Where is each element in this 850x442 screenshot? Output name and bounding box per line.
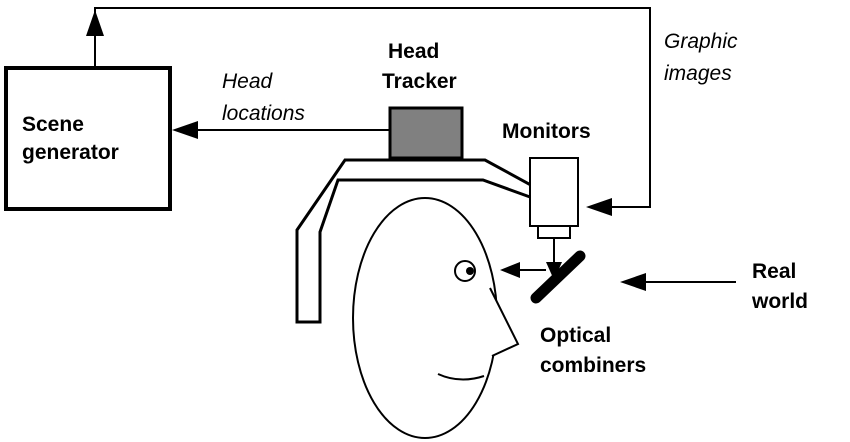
monitor-lens [537, 225, 571, 239]
nose [489, 287, 520, 357]
eye-pupil [466, 267, 474, 275]
head-outline [352, 197, 498, 439]
graphic-images-label-line2: images [664, 62, 732, 85]
graphic-images-label-line1: Graphic [664, 30, 738, 53]
real-world-arrow-head [620, 273, 646, 291]
monitors-label: Monitors [502, 120, 591, 143]
scene-generator-box [4, 66, 172, 211]
optical-combiner [530, 250, 586, 304]
head-locations-arrow-head [172, 121, 198, 139]
scene-generator-label-line1: Scene [22, 113, 84, 136]
eye-arrow-head [500, 262, 520, 278]
head-tracker-label-line2: Tracker [382, 70, 457, 93]
scene-generator-label-line2: generator [22, 141, 119, 164]
optical-combiners-label-line1: Optical [540, 324, 611, 347]
head-tracker-box [388, 106, 464, 160]
optical-combiners-label-line2: combiners [540, 354, 646, 377]
graphic-images-path [86, 7, 651, 216]
up-arrow-head [86, 10, 104, 36]
monitor-body [529, 157, 579, 227]
monitor-arrow-head [586, 198, 612, 216]
head-locations-label-line1: Head [222, 70, 274, 93]
real-world-label-line1: Real [752, 260, 796, 283]
head-tracker-label-line1: Head [388, 40, 439, 63]
eye [454, 260, 476, 282]
monitor-beam-arrow-head [546, 262, 562, 280]
head-locations-label-line2: locations [222, 102, 305, 125]
real-world-label-line2: world [751, 290, 808, 313]
mouth [437, 373, 485, 381]
